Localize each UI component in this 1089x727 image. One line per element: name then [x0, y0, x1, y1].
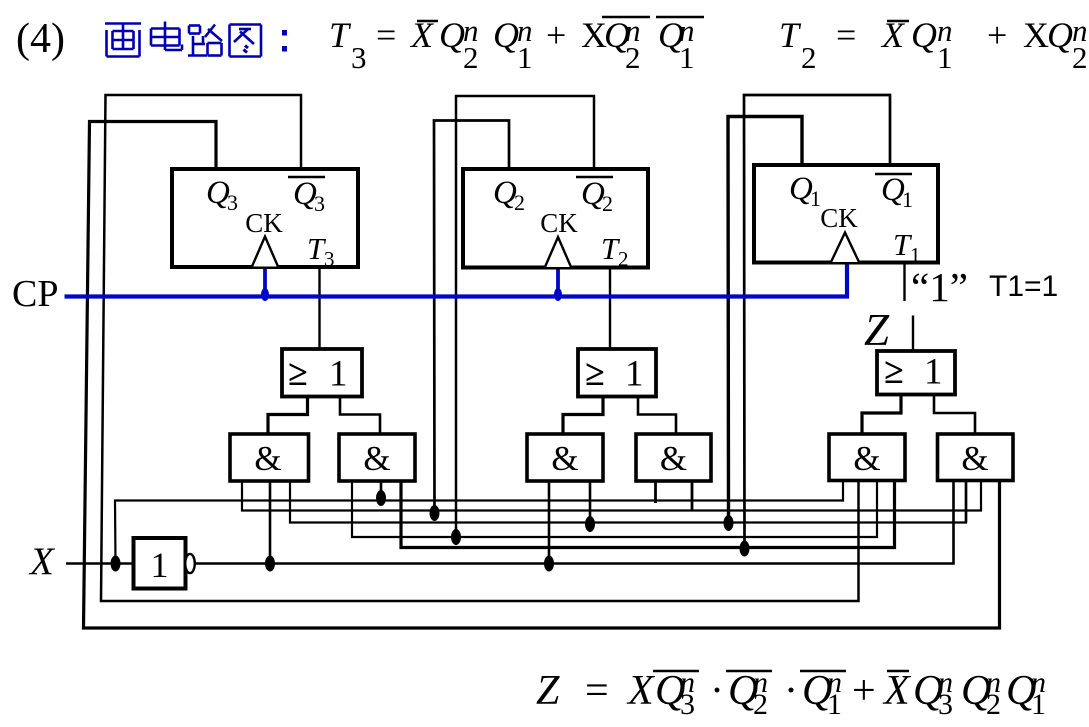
svg-text:Q: Q — [881, 172, 905, 208]
svg-text:n: n — [463, 13, 479, 48]
svg-text:&: & — [961, 439, 988, 478]
svg-text:1: 1 — [810, 186, 821, 211]
svg-text:Q: Q — [728, 668, 758, 714]
svg-text:+: + — [987, 15, 1007, 55]
svg-text:1: 1 — [329, 354, 348, 395]
svg-text:n: n — [625, 13, 641, 48]
svg-text:&: & — [254, 439, 281, 478]
svg-text:Q: Q — [1047, 15, 1073, 55]
svg-text:T: T — [601, 231, 621, 266]
svg-text:·: · — [710, 668, 724, 714]
svg-text:Q: Q — [913, 668, 943, 714]
svg-text:CK: CK — [245, 208, 283, 238]
svg-text:Z: Z — [864, 305, 890, 355]
svg-text:&: & — [363, 439, 390, 478]
svg-text:≥: ≥ — [884, 351, 904, 391]
svg-text:Q: Q — [1006, 668, 1036, 714]
svg-text:n: n — [1031, 666, 1046, 699]
svg-text:Q: Q — [789, 171, 813, 207]
svg-text:1: 1 — [827, 688, 842, 721]
svg-text:1: 1 — [517, 40, 533, 75]
svg-text:n: n — [680, 666, 695, 699]
svg-text:3: 3 — [351, 40, 367, 75]
svg-text:3: 3 — [324, 247, 335, 271]
svg-text:X: X — [882, 668, 912, 714]
svg-text:2: 2 — [1072, 40, 1088, 75]
svg-text:“1”: “1” — [911, 264, 968, 310]
svg-text:+: + — [546, 15, 566, 55]
svg-text:n: n — [937, 13, 953, 48]
svg-text:1: 1 — [625, 354, 644, 395]
svg-text:=: = — [376, 15, 396, 55]
svg-text:Q: Q — [655, 668, 685, 714]
svg-text:T: T — [307, 231, 327, 266]
svg-text:X: X — [1023, 15, 1049, 55]
svg-text:=: = — [836, 15, 856, 55]
svg-text:≥: ≥ — [288, 353, 308, 393]
svg-text:2: 2 — [753, 688, 768, 721]
svg-text:2: 2 — [618, 247, 629, 271]
svg-text:1: 1 — [1031, 688, 1046, 721]
svg-text:T: T — [893, 227, 913, 262]
svg-text:n: n — [517, 13, 533, 48]
svg-text:Q: Q — [493, 15, 519, 55]
svg-text:2: 2 — [602, 191, 613, 216]
svg-text:3: 3 — [680, 688, 695, 721]
svg-text:2: 2 — [463, 40, 479, 75]
svg-text:+: + — [852, 668, 876, 714]
svg-text:Q: Q — [604, 15, 630, 55]
svg-text:1: 1 — [902, 187, 913, 212]
svg-text:CP: CP — [12, 273, 58, 315]
svg-text:3: 3 — [227, 190, 238, 215]
svg-text:1: 1 — [910, 243, 921, 267]
svg-text:n: n — [827, 666, 842, 699]
svg-text:n: n — [986, 666, 1001, 699]
svg-text:X: X — [581, 15, 607, 55]
svg-text:Q: Q — [439, 15, 465, 55]
svg-text:Q: Q — [581, 176, 605, 212]
svg-text:2: 2 — [514, 190, 525, 215]
svg-text:2: 2 — [801, 40, 817, 75]
svg-text:&: & — [853, 439, 880, 478]
svg-text:1: 1 — [924, 352, 943, 393]
svg-text:T: T — [329, 15, 352, 55]
svg-text:Z: Z — [536, 668, 560, 714]
svg-text:n: n — [679, 13, 695, 48]
svg-text:1: 1 — [679, 40, 695, 75]
svg-text:3: 3 — [314, 191, 325, 216]
svg-text:X: X — [28, 540, 56, 583]
svg-text:T: T — [779, 15, 802, 55]
svg-text:CK: CK — [540, 208, 578, 238]
svg-text:n: n — [753, 666, 768, 699]
svg-text:≥: ≥ — [585, 353, 605, 393]
svg-text:Q: Q — [961, 668, 991, 714]
svg-text:1: 1 — [937, 40, 953, 75]
svg-text:2: 2 — [986, 688, 1001, 721]
svg-text:X: X — [626, 668, 656, 714]
svg-text:&: & — [551, 439, 578, 478]
svg-text:=: = — [585, 668, 609, 714]
svg-text:n: n — [938, 666, 953, 699]
svg-text:&: & — [660, 439, 687, 478]
svg-text:Q: Q — [911, 15, 937, 55]
svg-text:3: 3 — [938, 688, 953, 721]
svg-text:1: 1 — [151, 545, 169, 585]
svg-text:Q: Q — [658, 15, 684, 55]
svg-text:Q: Q — [206, 175, 230, 211]
svg-text:Q: Q — [293, 176, 317, 212]
svg-text:CK: CK — [820, 203, 858, 233]
svg-text:Q: Q — [493, 175, 517, 211]
svg-text:·: · — [784, 668, 798, 714]
svg-text:2: 2 — [625, 40, 641, 75]
svg-text:T1=1: T1=1 — [989, 270, 1058, 303]
svg-text:(4): (4) — [16, 16, 65, 62]
svg-text:n: n — [1072, 13, 1088, 48]
svg-text:Q: Q — [802, 668, 832, 714]
